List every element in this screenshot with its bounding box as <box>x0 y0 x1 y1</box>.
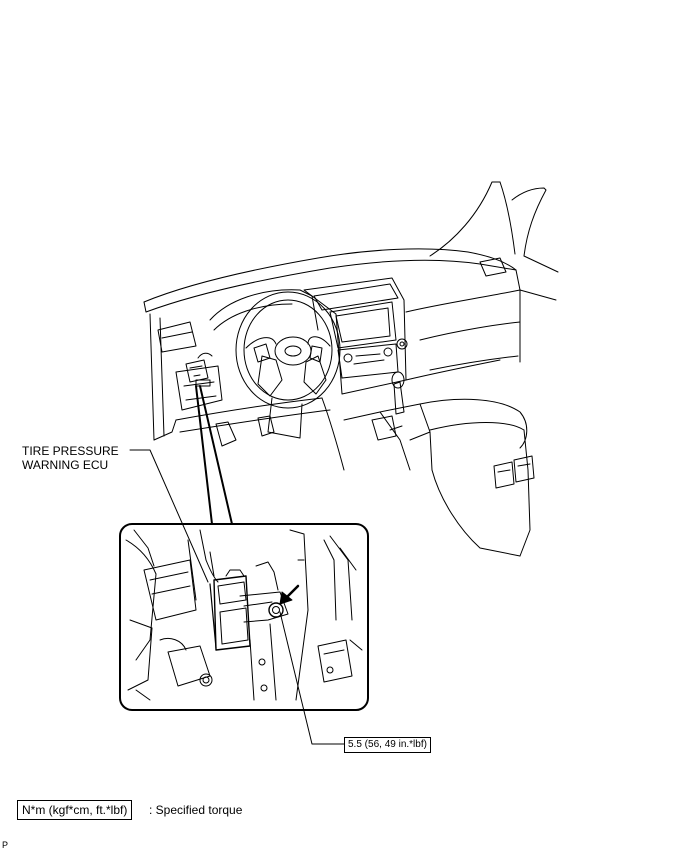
detail-inset <box>119 523 369 711</box>
torque-legend-description: : Specified torque <box>149 803 243 817</box>
ecu-label-line1: TIRE PRESSURE <box>22 444 119 458</box>
ecu-label-line2: WARNING ECU <box>22 458 109 472</box>
corner-mark: P <box>2 840 9 850</box>
ecu-label: TIRE PRESSURE WARNING ECU <box>22 444 119 472</box>
torque-legend-symbol: N*m (kgf*cm, ft.*lbf) <box>17 800 133 820</box>
leader-lines <box>129 449 345 745</box>
dashboard-overview <box>143 181 559 557</box>
torque-callout: 5.5 (56, 49 in.*lbf) <box>344 737 431 753</box>
